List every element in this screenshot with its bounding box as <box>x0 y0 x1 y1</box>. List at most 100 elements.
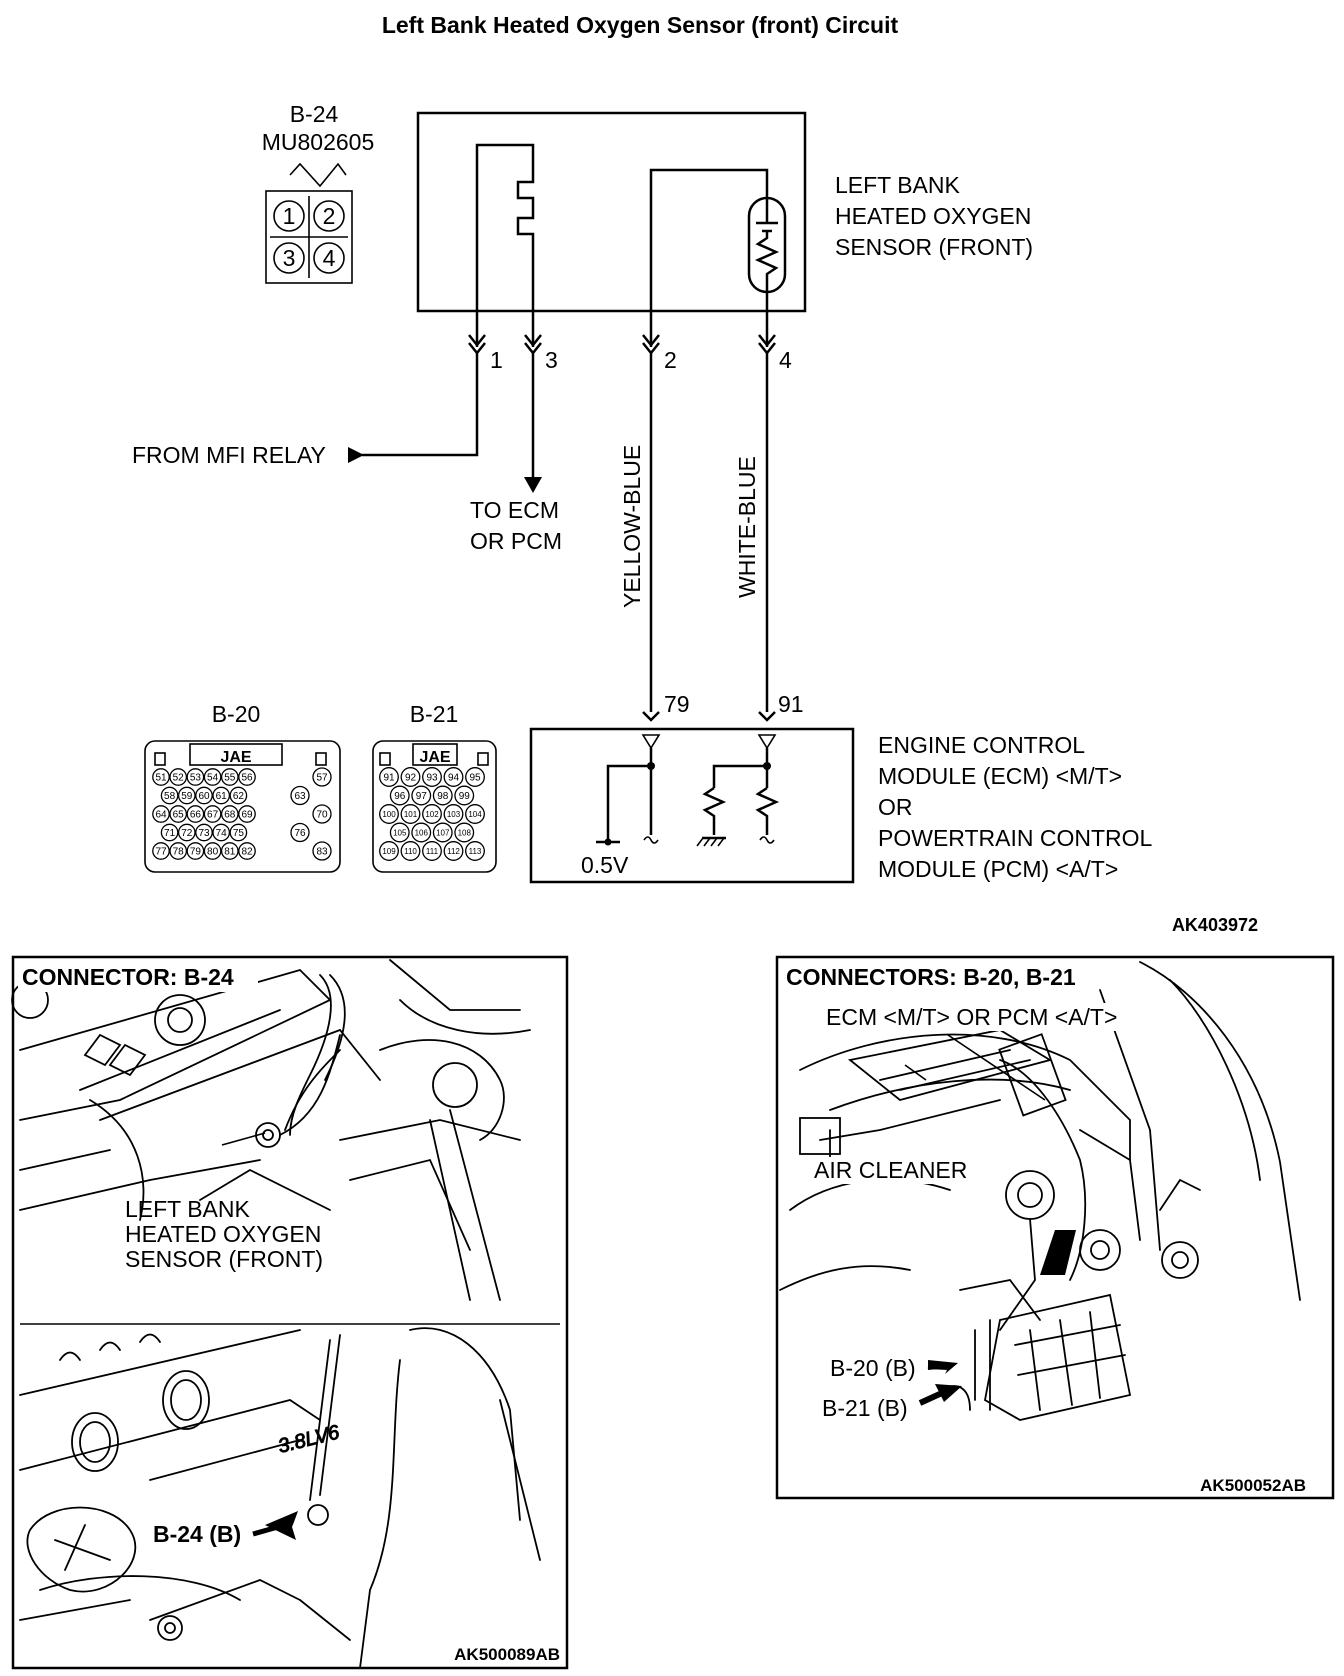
b24-id: B-24 <box>290 101 339 127</box>
photo-right-code: AK500052AB <box>1200 1476 1306 1495</box>
b21-pin-105: 105 <box>393 828 407 837</box>
b21-pin-106: 106 <box>415 828 429 837</box>
b21-pin-107: 107 <box>436 828 450 837</box>
b20-pin-83: 83 <box>316 847 328 858</box>
ecm-label-4: POWERTRAIN CONTROL <box>878 825 1153 851</box>
b20-pin-57: 57 <box>316 773 328 784</box>
b20-pin-63: 63 <box>294 791 306 802</box>
sensor-pin-chevrons <box>468 334 776 356</box>
b21-pin-112: 112 <box>447 847 460 856</box>
b20-pin-64: 64 <box>155 810 167 821</box>
figure-code-top: AK403972 <box>1172 915 1258 935</box>
b20-pin-77: 77 <box>155 847 167 858</box>
b20-pin-81-circle <box>220 842 239 860</box>
b20-pin-68: 68 <box>224 810 236 821</box>
b20-pin-69-circle <box>238 805 256 823</box>
b20-pin-66: 66 <box>190 810 202 821</box>
b20-pin-60-circle <box>195 786 213 805</box>
b21-pin-103: 103 <box>447 810 461 819</box>
b20-pin-71-circle <box>160 823 179 842</box>
to-ecm-label-2: OR PCM <box>470 528 562 554</box>
b21-pin-102: 102 <box>425 810 439 819</box>
b20-pin-72: 72 <box>181 828 193 839</box>
diagram-title: Left Bank Heated Oxygen Sensor (front) C… <box>382 12 899 38</box>
b20-pin-68-circle <box>220 805 239 823</box>
b20-pin-71: 71 <box>164 828 176 839</box>
photo-right: CONNECTORS: B-20, B-21 ECM <M/T> OR PCM … <box>775 955 1335 1500</box>
b21-brand: JAE <box>419 749 450 766</box>
pin-label-1: 1 <box>490 347 503 373</box>
b21-pin-97-circle <box>411 785 432 806</box>
engine-bay-sketch-bottom <box>19 1327 541 1669</box>
b20-pin-82: 82 <box>241 847 253 858</box>
b21-pin-91: 91 <box>383 773 395 784</box>
b20-pin-61-circle <box>212 786 231 805</box>
pin-label-2: 2 <box>664 347 677 373</box>
b20-pin-67: 67 <box>207 810 219 821</box>
b20-pin-80: 80 <box>207 847 219 858</box>
b21-pin-111: 111 <box>426 847 439 856</box>
photo-right-heading: CONNECTORS: B-20, B-21 <box>786 964 1076 990</box>
b21-pin-111-circle <box>422 841 442 861</box>
to-ecm-label-1: TO ECM <box>470 497 559 523</box>
ecm-label-2: MODULE (ECM) <M/T> <box>878 763 1122 789</box>
b21-pin-110-circle <box>400 841 421 861</box>
b20-pin-75-circle <box>229 823 248 842</box>
b20-pin-62-circle <box>229 786 248 805</box>
b20-pin-61: 61 <box>216 791 228 802</box>
b20-brand: JAE <box>220 749 251 766</box>
photo-left-label-2: HEATED OXYGEN <box>125 1221 321 1247</box>
pin-label-4: 4 <box>779 347 792 373</box>
b20-pin-64-circle <box>152 805 170 823</box>
b24-pin-4: 4 <box>323 245 336 271</box>
b20-pin-55: 55 <box>224 773 236 784</box>
from-relay-label: FROM MFI RELAY <box>132 442 326 468</box>
b24-latch <box>289 162 347 188</box>
to-ecm-arrow <box>524 477 542 493</box>
b20-pin-59: 59 <box>181 791 193 802</box>
b20-pin-76: 76 <box>294 828 306 839</box>
b21-pin-109: 109 <box>382 847 396 856</box>
b21-pin-107-circle <box>432 822 453 843</box>
b21-pin-91-circle <box>379 767 399 787</box>
b21-pin-113-circle <box>465 841 485 861</box>
b21-pin-108-circle <box>454 822 475 843</box>
b20-pin-53: 53 <box>190 773 202 784</box>
b20-pin-67-circle <box>203 805 222 823</box>
b24-connector: B-24 MU802605 1 2 3 4 <box>262 101 374 284</box>
ecm-bay-sketch <box>779 961 1301 1421</box>
photo-left-code: AK500089AB <box>454 1645 560 1664</box>
ecm-pointer <box>1040 1230 1076 1275</box>
b20-pin-73-circle <box>195 823 213 842</box>
b20-pin-82-circle <box>238 842 256 860</box>
b20-pin-77-circle <box>152 842 170 860</box>
b20-id: B-20 <box>212 701 261 727</box>
b20-pin-60: 60 <box>198 791 210 802</box>
b21-pin-92: 92 <box>405 773 417 784</box>
b21-pin-113: 113 <box>469 847 482 856</box>
b20-pin-51-circle <box>152 768 170 786</box>
b21-pin-97: 97 <box>416 791 428 802</box>
b21-pin-98: 98 <box>437 791 449 802</box>
wire-relay <box>362 353 479 457</box>
b20-pin-51: 51 <box>155 773 167 784</box>
b20-pin-69: 69 <box>241 810 253 821</box>
b24-callout: B-24 (B) <box>153 1521 241 1547</box>
b21-callout: B-21 (B) <box>822 1395 908 1421</box>
photo-left-heading: CONNECTOR: B-24 <box>22 964 234 990</box>
b20-pin-76-circle <box>290 822 310 843</box>
b20-pin-73: 73 <box>198 828 210 839</box>
ecm-pin-91: 91 <box>778 691 804 717</box>
wires <box>348 353 776 722</box>
sensor-label-line3: SENSOR (FRONT) <box>835 234 1033 260</box>
b20-pin-59-circle <box>177 786 196 805</box>
ecm-label-5: MODULE (PCM) <A/T> <box>878 856 1118 882</box>
b20-pin-70-circle <box>312 804 332 824</box>
b21-pin-95-circle <box>465 767 485 787</box>
b20-pin-54: 54 <box>207 773 219 784</box>
b21-callout-arrow <box>935 1384 962 1402</box>
sensor-label-line1: LEFT BANK <box>835 172 960 198</box>
b20-pin-58-circle <box>160 786 179 805</box>
b20-pin-70: 70 <box>316 810 328 821</box>
